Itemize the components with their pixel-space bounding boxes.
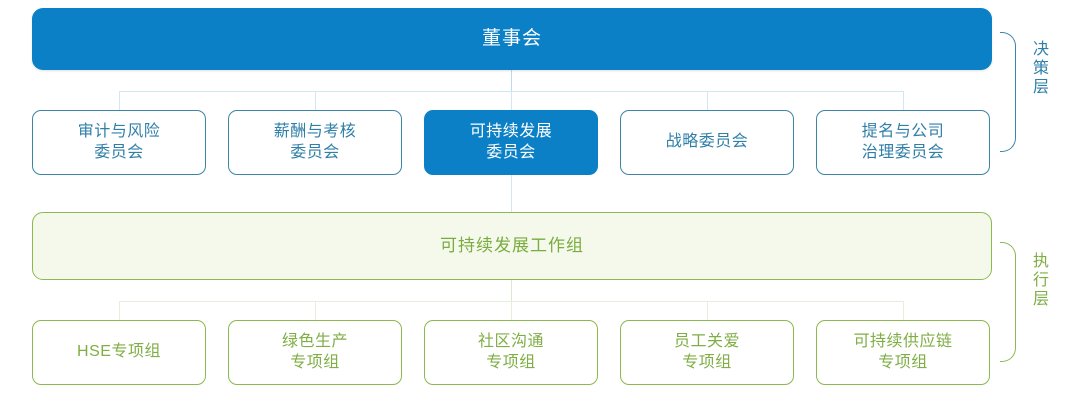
connector-drop-team-3 <box>511 301 513 320</box>
node-committee-nomination-governance[interactable]: 提名与公司 治理委员会 <box>816 110 990 175</box>
connector-link-committee-to-workgroup <box>511 175 513 212</box>
bracket-label-execution-layer: 执行层 <box>1030 252 1047 309</box>
node-sustainability-workgroup[interactable]: 可持续发展工作组 <box>32 212 992 280</box>
bracket-execution-layer <box>1000 242 1016 362</box>
connector-drop-committee-3 <box>511 91 513 110</box>
node-team-employee-care[interactable]: 员工关爱 专项组 <box>620 320 794 385</box>
connector-drop-team-4 <box>707 301 709 320</box>
node-committee-audit-risk[interactable]: 审计与风险 委员会 <box>32 110 206 175</box>
node-team-hse[interactable]: HSE专项组 <box>32 320 206 385</box>
node-committee-strategy[interactable]: 战略委员会 <box>620 110 794 175</box>
node-team-green-production[interactable]: 绿色生产 专项组 <box>228 320 402 385</box>
connector-drop-committee-1 <box>119 91 121 110</box>
node-board-of-directors[interactable]: 董事会 <box>32 8 992 70</box>
connector-drop-committee-4 <box>707 91 709 110</box>
connector-stem-board <box>511 70 513 92</box>
connector-drop-committee-2 <box>315 91 317 110</box>
bracket-label-decision-layer: 决策层 <box>1030 40 1047 97</box>
node-committee-remuneration-appraisal[interactable]: 薪酬与考核 委员会 <box>228 110 402 175</box>
connector-stem-workgroup <box>511 280 513 302</box>
connector-drop-team-2 <box>315 301 317 320</box>
connector-drop-committee-5 <box>903 91 905 110</box>
node-team-sustainable-supply-chain[interactable]: 可持续供应链 专项组 <box>816 320 990 385</box>
node-committee-sustainable-development[interactable]: 可持续发展 委员会 <box>424 110 598 175</box>
connector-drop-team-1 <box>119 301 121 320</box>
connector-drop-team-5 <box>903 301 905 320</box>
bracket-decision-layer <box>1000 32 1016 152</box>
node-team-community-communication[interactable]: 社区沟通 专项组 <box>424 320 598 385</box>
